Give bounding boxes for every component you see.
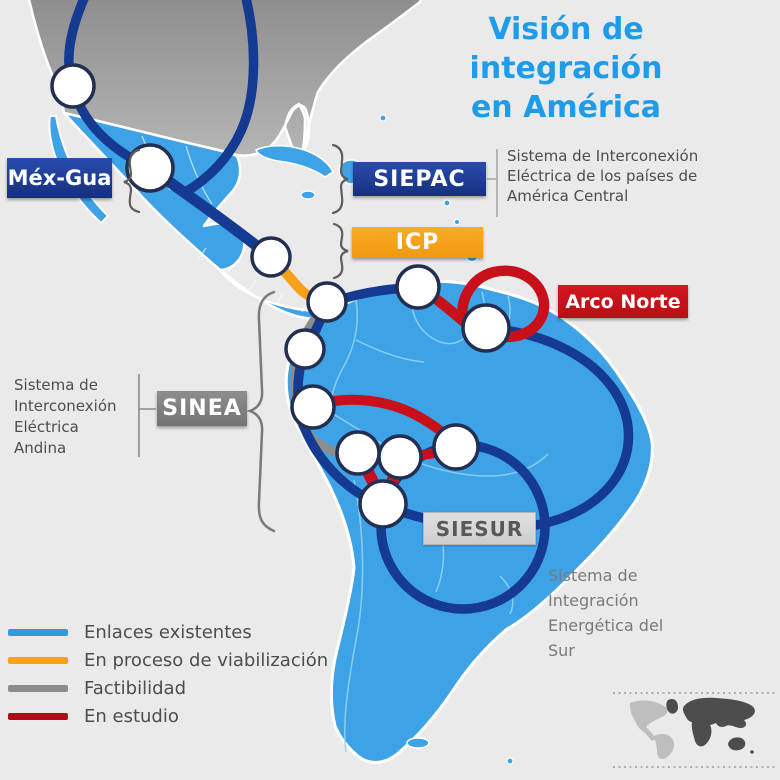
arco-norte-label: Arco Norte <box>565 290 681 313</box>
siepac-label: SIEPAC <box>373 166 466 192</box>
antilles-island-1 <box>443 199 451 207</box>
arco-norte-label-box: Arco Norte <box>558 285 688 318</box>
interconnection-node <box>250 236 292 278</box>
sinea-description-line: Eléctrica <box>14 418 79 436</box>
sinea-label-box: SINEA <box>157 391 247 426</box>
mexgua-brace <box>123 148 141 214</box>
siepac-brace <box>331 143 349 215</box>
siepac-description-line: América Central <box>507 187 629 205</box>
world-inset-old-world <box>666 697 755 754</box>
interconnection-node <box>377 434 423 480</box>
icp-brace <box>332 222 349 280</box>
siesur-label: SIESUR <box>435 516 524 541</box>
legend-color-swatch <box>8 656 68 664</box>
interconnection-node <box>358 479 408 529</box>
interconnection-node <box>50 63 96 109</box>
interconnection-node <box>306 281 348 323</box>
sinea-description-line: Andina <box>14 439 67 457</box>
interconnection-node <box>284 328 326 370</box>
sinea-description-line: Sistema de <box>14 376 98 394</box>
interconnection-node <box>290 384 336 430</box>
legend-item-label: Factibilidad <box>84 677 186 699</box>
mexgua-label: Méx-Gua <box>7 166 112 190</box>
interconnection-node <box>461 303 511 353</box>
interconnection-node <box>395 264 441 310</box>
icp-label-box: ICP <box>352 227 483 258</box>
antilles-island-2 <box>453 218 461 226</box>
page-title: Visión de integración en América <box>398 10 734 127</box>
bahamas-island <box>379 114 387 122</box>
legend-color-swatch <box>8 684 68 692</box>
legend-item: Enlaces existentes <box>8 618 328 646</box>
south-atlantic-island <box>506 757 514 765</box>
siepac-description-line: Sistema de Interconexión <box>507 147 699 165</box>
falkland-islands <box>406 737 430 749</box>
world-inset-americas <box>629 700 675 760</box>
siepac-label-box: SIEPAC <box>353 162 486 196</box>
legend-item: Factibilidad <box>8 674 328 702</box>
siesur-description-line: Energética del <box>548 616 664 635</box>
map-legend: Enlaces existentes En proceso de viabiliz… <box>8 618 328 730</box>
legend-color-swatch <box>8 628 68 636</box>
legend-item-label: Enlaces existentes <box>84 621 252 643</box>
siesur-description-line: Integración <box>548 591 639 610</box>
sinea-brace <box>246 290 276 533</box>
cuba-island <box>254 144 335 178</box>
interconnection-node <box>432 423 480 471</box>
siesur-description-line: Sistema de <box>548 566 638 585</box>
legend-color-swatch <box>8 712 68 720</box>
title-line-1: Visión de integración <box>469 12 663 86</box>
legend-item-label: En proceso de viabilización <box>84 649 329 671</box>
interconnection-node <box>335 430 381 476</box>
world-inset <box>613 692 776 768</box>
sinea-description-line: Interconexión <box>14 397 117 415</box>
annotation-braces <box>123 143 349 533</box>
legend-item-label: En estudio <box>84 705 179 727</box>
siepac-description-line: Eléctrica de los países de <box>507 167 698 185</box>
siesur-label-box: SIESUR <box>423 512 536 545</box>
sinea-label: SINEA <box>162 396 242 421</box>
jamaica-island <box>300 190 316 200</box>
interconnection-nodes <box>50 63 511 529</box>
sinea-description: Sistema de Interconexión Eléctrica Andin… <box>14 375 144 459</box>
legend-item: En proceso de viabilización <box>8 646 328 674</box>
legend-item: En estudio <box>8 702 328 730</box>
title-line-2: en América <box>470 90 662 125</box>
siepac-description: Sistema de Interconexión Eléctrica de lo… <box>507 146 707 206</box>
siesur-description: Sistema de Integración Energética del Su… <box>548 563 688 663</box>
interconnection-node <box>125 143 175 193</box>
siesur-description-line: Sur <box>548 641 575 660</box>
icp-label: ICP <box>395 230 440 255</box>
mexgua-label-box: Méx-Gua <box>7 158 112 198</box>
annotation-dividers <box>138 149 498 457</box>
